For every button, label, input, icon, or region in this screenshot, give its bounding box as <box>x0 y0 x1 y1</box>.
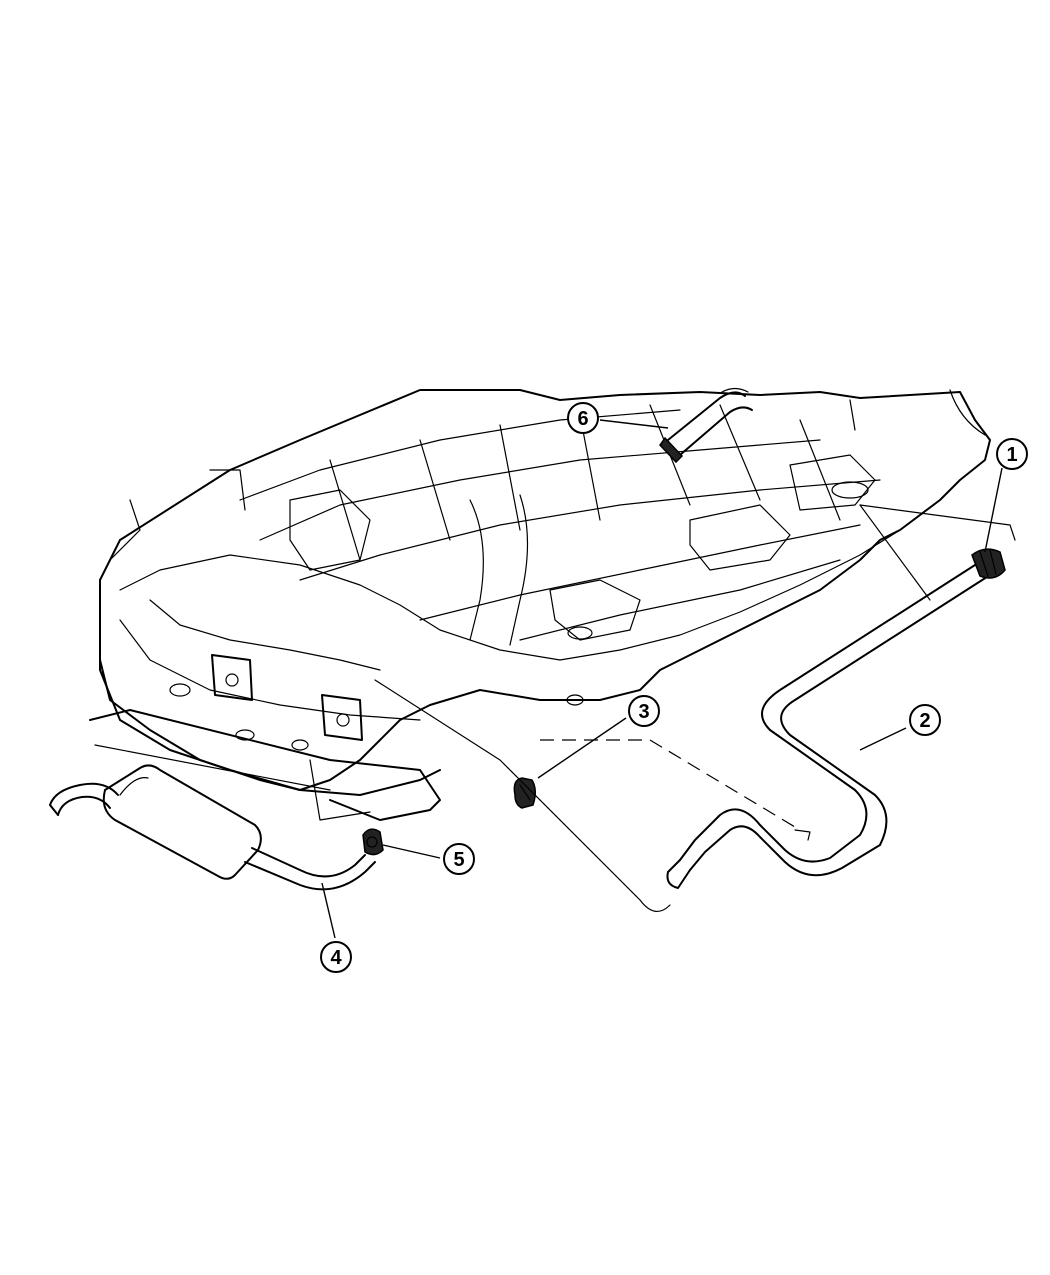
callout-3-label: 3 <box>638 701 649 723</box>
vehicle-underbody <box>89 389 991 821</box>
callout-1: 1 <box>996 438 1028 470</box>
intermediate-pipe-2 <box>666 548 1006 889</box>
callout-3: 3 <box>628 695 660 727</box>
callout-5-label: 5 <box>453 849 464 871</box>
callout-2: 2 <box>909 704 941 736</box>
muffler-tailpipe-assembly <box>49 764 384 891</box>
callout-6-label: 6 <box>577 408 588 430</box>
callout-4-label: 4 <box>330 947 342 969</box>
callout-4: 4 <box>320 941 352 973</box>
callout-leaders <box>321 419 1003 939</box>
callout-2-label: 2 <box>919 710 930 732</box>
callout-1-label: 1 <box>1006 444 1017 466</box>
routing-dashed-lines <box>374 504 1016 912</box>
insulator-3 <box>513 777 536 809</box>
front-pipe-6 <box>659 387 753 464</box>
callout-5: 5 <box>443 843 475 875</box>
callout-6: 6 <box>567 402 599 434</box>
